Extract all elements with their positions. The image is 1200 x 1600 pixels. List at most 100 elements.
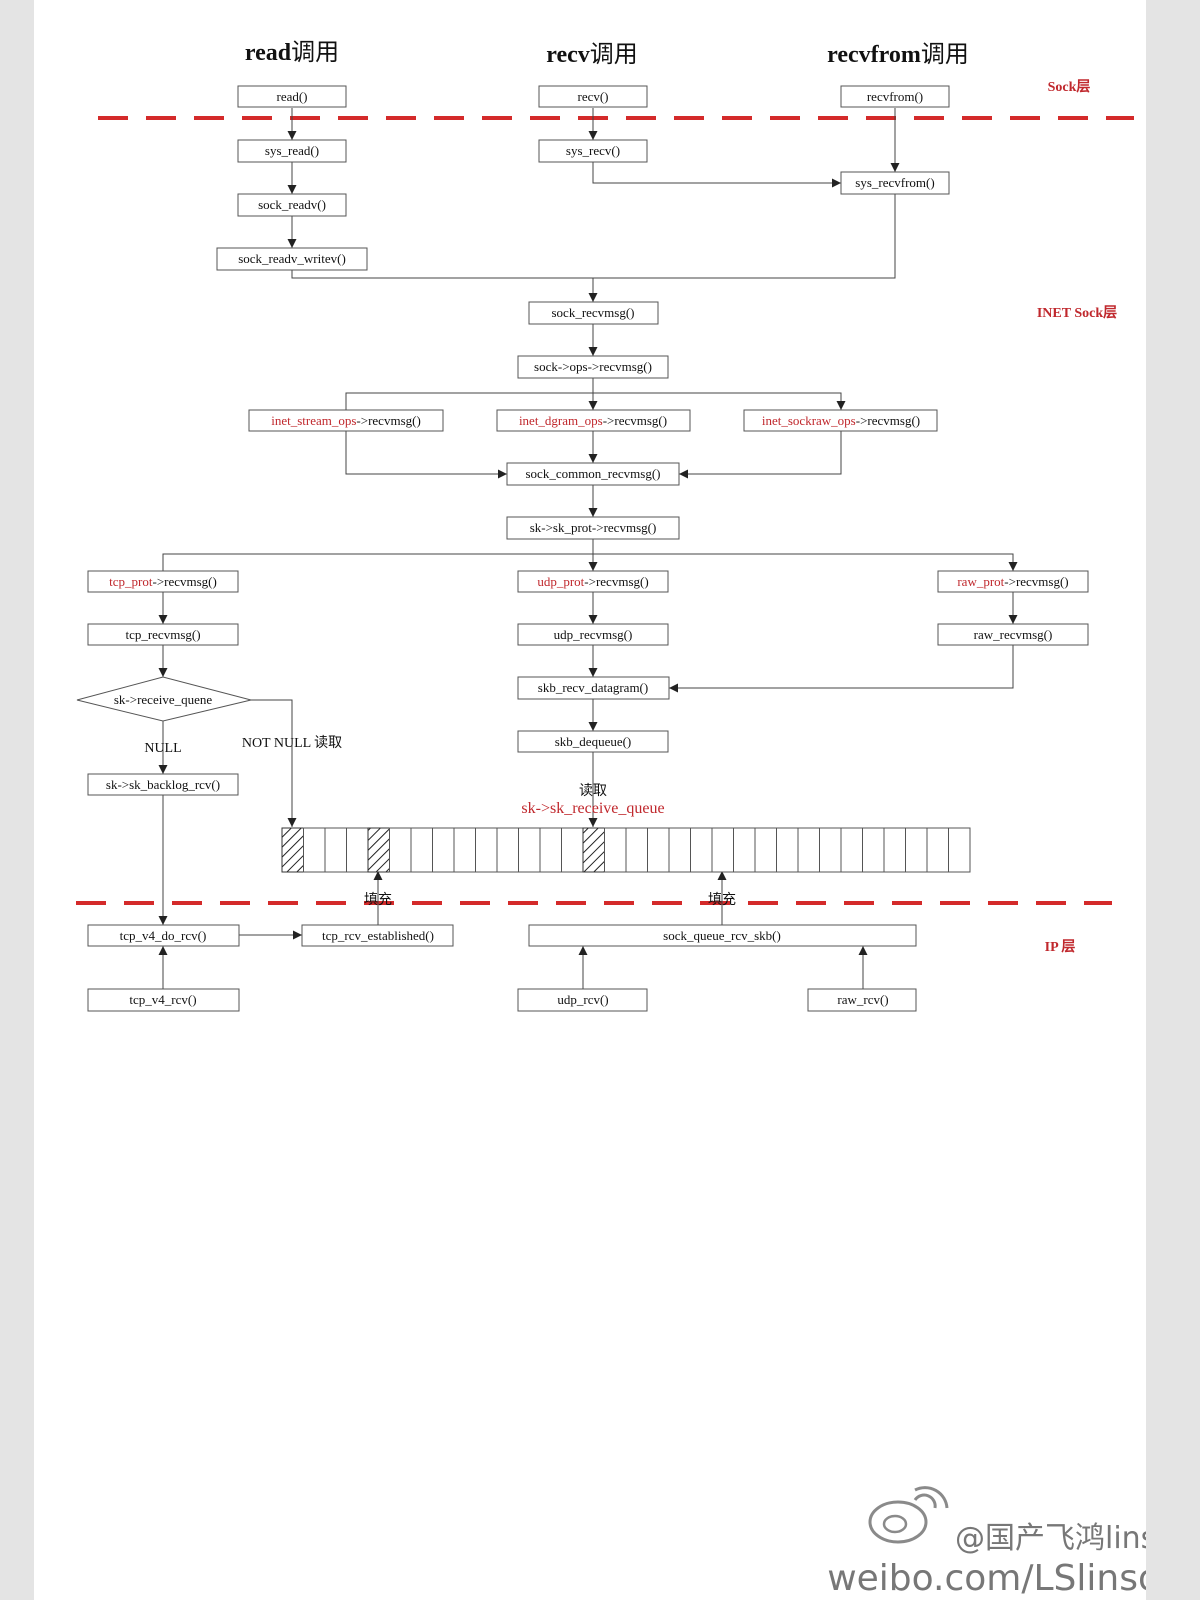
queue-cell (324, 827, 347, 873)
queue-cell-filled (281, 827, 304, 873)
svg-text:inet_sockraw_ops->recvmsg(): inet_sockraw_ops->recvmsg() (762, 413, 920, 428)
svg-text:udp_recvmsg(): udp_recvmsg() (554, 627, 633, 642)
svg-text:udp_rcv(): udp_rcv() (557, 992, 608, 1007)
weibo-watermark: @国产飞鸿linso weibo.com/LSlinso (827, 1486, 1146, 1599)
queue-cell (690, 827, 713, 873)
svg-text:skb_dequeue(): skb_dequeue() (555, 734, 632, 749)
queue-cell (410, 827, 433, 873)
node-skb-recv-datagram: skb_recv_datagram() (517, 676, 670, 700)
edge-label-fill-right: 填充 (708, 892, 736, 908)
decision-receive-quene: sk->receive_quene (76, 676, 252, 722)
svg-text:sock_readv(): sock_readv() (258, 197, 326, 212)
svg-text:skb_recv_datagram(): skb_recv_datagram() (538, 680, 648, 695)
node-raw-rcv: raw_rcv() (807, 988, 917, 1012)
queue-cell-filled (582, 827, 605, 873)
edge-label-null: NULL (144, 741, 181, 756)
svg-text:raw_recvmsg(): raw_recvmsg() (974, 627, 1053, 642)
svg-text:inet_stream_ops->recvmsg(): inet_stream_ops->recvmsg() (271, 413, 421, 428)
node-recvfrom: recvfrom() (840, 85, 950, 108)
svg-text:recvfrom(): recvfrom() (867, 89, 923, 104)
svg-text:sock->ops->recvmsg(): sock->ops->recvmsg() (534, 359, 652, 374)
header-recvfrom-call: recvfrom调用 (827, 41, 969, 68)
queue-cell (754, 827, 777, 873)
queue-cell (647, 827, 670, 873)
node-sys-recv: sys_recv() (538, 139, 648, 163)
node-tcp-v4-rcv: tcp_v4_rcv() (87, 988, 240, 1012)
svg-text:sk->receive_quene: sk->receive_quene (114, 692, 213, 707)
edge-label-fill-left: 填充 (364, 892, 392, 908)
node-udp-prot-recvmsg: udp_prot->recvmsg() (517, 570, 669, 593)
connectors (158, 108, 1018, 989)
svg-text:udp_prot->recvmsg(): udp_prot->recvmsg() (537, 574, 648, 589)
header-recv-call: recv调用 (546, 41, 638, 68)
node-udp-rcv: udp_rcv() (517, 988, 648, 1012)
queue-cell (905, 827, 928, 873)
node-inet-sockraw-ops-recvmsg: inet_sockraw_ops->recvmsg() (743, 409, 938, 432)
node-sock-common-recvmsg: sock_common_recvmsg() (506, 462, 680, 486)
node-sys-recvfrom: sys_recvfrom() (840, 171, 950, 195)
svg-text:raw_prot->recvmsg(): raw_prot->recvmsg() (957, 574, 1068, 589)
queue-cell (819, 827, 842, 873)
header-read-call: read调用 (245, 39, 339, 66)
document-page: read调用 recv调用 recvfrom调用 Sock层 INET Sock… (34, 0, 1146, 1600)
svg-text:sk->sk_backlog_rcv(): sk->sk_backlog_rcv() (106, 777, 220, 792)
layer-label-ip: IP 层 (1045, 939, 1076, 955)
queue-cell (625, 827, 648, 873)
queue-cell (948, 827, 971, 873)
node-skb-dequeue: skb_dequeue() (517, 730, 669, 753)
edge-label-not-null-read: NOT NULL 读取 (242, 734, 342, 751)
svg-text:sock_readv_writev(): sock_readv_writev() (238, 251, 346, 266)
node-raw-prot-recvmsg: raw_prot->recvmsg() (937, 570, 1089, 593)
node-inet-dgram-ops-recvmsg: inet_dgram_ops->recvmsg() (496, 409, 691, 432)
node-sock-queue-rcv-skb: sock_queue_rcv_skb() (528, 924, 917, 947)
svg-text:recv(): recv() (577, 89, 608, 104)
layer-label-sock: Sock层 (1048, 79, 1091, 95)
queue-cell (733, 827, 756, 873)
weibo-logo-icon (868, 1486, 949, 1544)
receive-queue-label: sk->sk_receive_queue (521, 800, 664, 817)
queue-cell (668, 827, 691, 873)
node-udp-recvmsg: udp_recvmsg() (517, 623, 669, 646)
queue-cell (561, 827, 584, 873)
svg-text:tcp_recvmsg(): tcp_recvmsg() (125, 627, 200, 642)
queue-cell (475, 827, 498, 873)
queue-cell (453, 827, 476, 873)
node-sk-prot-recvmsg: sk->sk_prot->recvmsg() (506, 516, 680, 540)
svg-text:read(): read() (276, 89, 307, 104)
queue-cell (711, 827, 734, 873)
node-tcp-rcv-established: tcp_rcv_established() (301, 924, 454, 947)
svg-text:tcp_v4_rcv(): tcp_v4_rcv() (129, 992, 196, 1007)
svg-text:sock_recvmsg(): sock_recvmsg() (551, 305, 634, 320)
node-sock-readv: sock_readv() (237, 193, 347, 217)
node-tcp-prot-recvmsg: tcp_prot->recvmsg() (87, 570, 239, 593)
svg-text:tcp_rcv_established(): tcp_rcv_established() (322, 928, 434, 943)
queue-cell (432, 827, 455, 873)
queue-cell (797, 827, 820, 873)
queue-cell-filled (367, 827, 390, 873)
queue-cell (389, 827, 412, 873)
node-sock-readv-writev: sock_readv_writev() (216, 247, 368, 271)
queue-cell (840, 827, 863, 873)
queue-cell (303, 827, 326, 873)
node-tcp-recvmsg: tcp_recvmsg() (87, 623, 239, 646)
svg-text:sys_recv(): sys_recv() (566, 143, 620, 158)
queue-cell (604, 827, 627, 873)
node-sys-read: sys_read() (237, 139, 347, 163)
svg-text:sys_recvfrom(): sys_recvfrom() (855, 175, 934, 190)
queue-cell (539, 827, 562, 873)
node-sock-ops-recvmsg: sock->ops->recvmsg() (517, 355, 669, 379)
svg-text:sys_read(): sys_read() (265, 143, 319, 158)
node-inet-stream-ops-recvmsg: inet_stream_ops->recvmsg() (248, 409, 444, 432)
queue-cell (926, 827, 949, 873)
svg-text:sock_common_recvmsg(): sock_common_recvmsg() (525, 466, 660, 481)
queue-cell (862, 827, 885, 873)
node-sk-backlog-rcv: sk->sk_backlog_rcv() (87, 773, 239, 796)
call-flow-diagram: read调用 recv调用 recvfrom调用 Sock层 INET Sock… (76, 39, 1146, 1599)
watermark-url: weibo.com/LSlinso (827, 1558, 1146, 1599)
node-recv: recv() (538, 85, 648, 108)
watermark-handle: @国产飞鸿linso (955, 1521, 1146, 1556)
svg-text:tcp_v4_do_rcv(): tcp_v4_do_rcv() (120, 928, 207, 943)
node-raw-recvmsg: raw_recvmsg() (937, 623, 1089, 646)
queue-cell (518, 827, 541, 873)
svg-text:raw_rcv(): raw_rcv() (837, 992, 888, 1007)
